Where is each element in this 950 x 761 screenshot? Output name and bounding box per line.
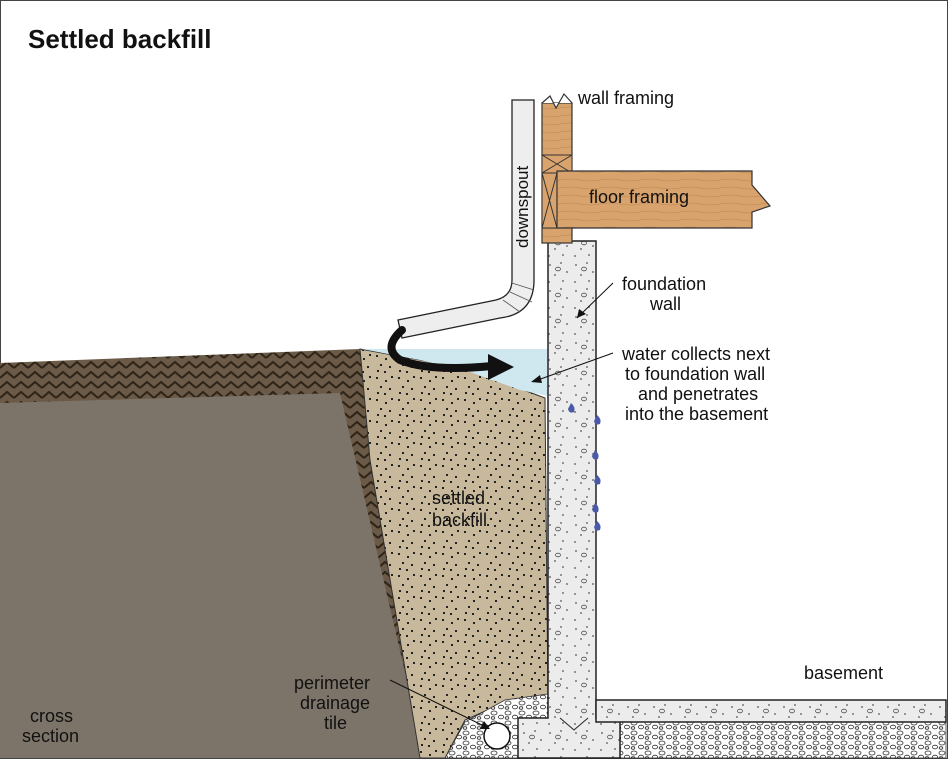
label-water-line4: into the basement: [625, 404, 768, 424]
leader-water-arrowhead: [531, 375, 542, 383]
water-drop: [568, 403, 575, 413]
label-water-line3: and penetrates: [638, 384, 758, 404]
water-flow-arrow: [387, 326, 496, 372]
leader-water: [534, 352, 614, 382]
label-floor-framing: floor framing: [589, 187, 689, 207]
leader-foundation-arrowhead: [577, 309, 586, 318]
water-drop: [594, 521, 601, 531]
diagram-title: Settled backfill: [28, 24, 212, 54]
label-cross-line2: section: [22, 726, 79, 746]
label-drainage-line3: tile: [324, 713, 347, 733]
water-flow-arrowhead: [488, 354, 514, 380]
leader-drainage-arrowhead: [480, 721, 490, 729]
label-settled-line2: backfill: [432, 510, 487, 530]
basement-slab: [595, 699, 947, 723]
floor-framing: [556, 170, 772, 229]
water-drop: [594, 415, 601, 425]
leader-drainage-tile: [389, 679, 489, 729]
label-basement: basement: [804, 663, 883, 683]
label-drainage-line2: drainage: [300, 693, 370, 713]
downspout: [397, 99, 535, 339]
drainage-tile: [483, 722, 511, 750]
wall-framing-break: [541, 92, 573, 110]
label-cross-line1: cross: [30, 706, 73, 726]
slab-gravel: [619, 721, 947, 759]
label-wall-framing: wall framing: [577, 88, 674, 108]
label-settled-line1: settled: [432, 488, 485, 508]
water-drop: [594, 475, 601, 485]
footing-keyway: [559, 717, 589, 731]
water-drops: [568, 403, 601, 531]
label-foundation-wall-line1: foundation: [622, 274, 706, 294]
water-drop: [592, 503, 599, 513]
foundation-wall: [517, 240, 621, 759]
label-water-line1: water collects next: [621, 344, 770, 364]
label-drainage-line1: perimeter: [294, 673, 370, 693]
label-water-line2: to foundation wall: [625, 364, 765, 384]
label-downspout: downspout: [513, 165, 532, 248]
downspout-elbow-lines: [502, 282, 535, 313]
water-drop: [592, 450, 599, 460]
label-foundation-wall-line2: wall: [649, 294, 681, 314]
sill-plate-cross: [541, 154, 573, 174]
native-soil-body: [0, 393, 425, 758]
rim-block-cross: [541, 172, 558, 229]
